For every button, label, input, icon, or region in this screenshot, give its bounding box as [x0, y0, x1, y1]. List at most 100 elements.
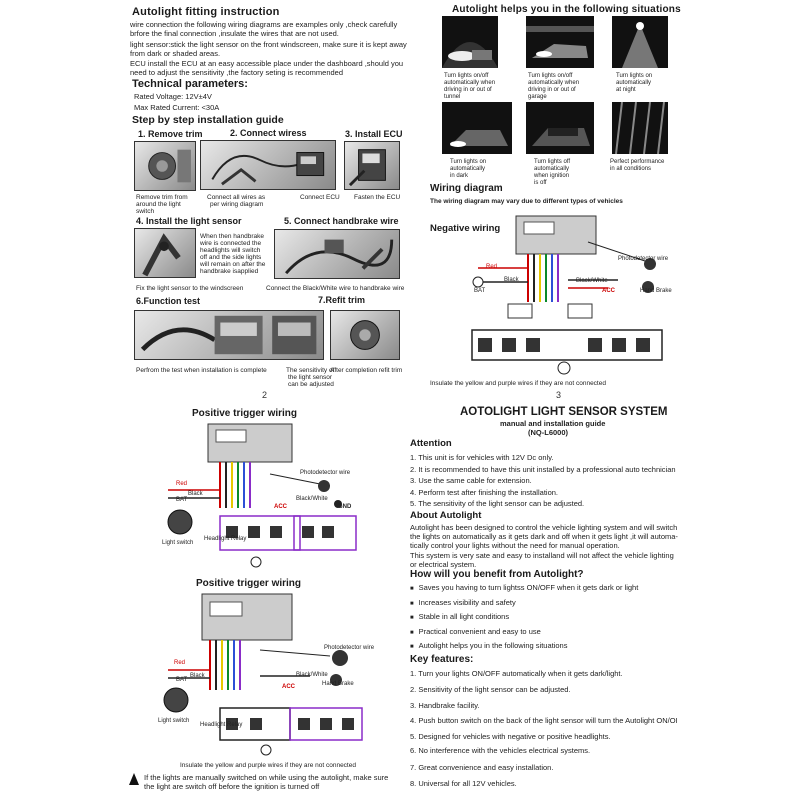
step1-caption-3: switch — [136, 208, 155, 215]
intro-line-4: from dark or shaded areas. — [130, 49, 221, 58]
feature-item-1: 1. Turn your lights ON/OFF automatically… — [410, 669, 623, 678]
pos2-label-black: Black — [190, 673, 205, 679]
about-line-1: Autolight has been designed to control t… — [410, 523, 678, 532]
attention-item-3: 3. Use the same cable for extension. — [410, 476, 532, 485]
about-line-3: tically control your lights without the … — [410, 541, 620, 550]
situation-1-line-4: tunnel — [444, 94, 461, 100]
attention-item-1: 1. This unit is for vehicles with 12V Dc… — [410, 453, 554, 462]
step3-photo — [344, 141, 400, 190]
benefit-item-5: Autolight helps you in the following sit… — [410, 641, 568, 652]
step6-caption-b-3: can be adjusted — [288, 381, 334, 388]
intro-line-1: wire connection the following wiring dia… — [130, 20, 398, 29]
benefit-item-2: Increases visibility and safety — [410, 598, 516, 609]
scene-dark — [442, 102, 512, 154]
situation-5-line-1: Turn lights off — [534, 159, 571, 165]
step6-caption-b-2: the light sensor — [288, 374, 333, 381]
pos1-label-switch: Light switch — [162, 540, 194, 546]
neg-label-hand: Hand Brake — [640, 288, 672, 294]
pos2-label-hand: Hand Brake — [322, 681, 354, 687]
intro-line-5: ECU install the ECU at an easy accessibl… — [130, 59, 404, 68]
step1-title: 1. Remove trim — [138, 129, 203, 139]
negative-caption: Insulate the yellow and purple wires if … — [430, 380, 606, 387]
step5-caption: Connect the Black/White wire to handbrak… — [266, 285, 405, 292]
situation-1-line-1: Turn lights on/off — [444, 73, 489, 79]
positive-title-2: Positive trigger wiring — [196, 578, 302, 589]
step2-title: 2. Connect wiress — [230, 128, 307, 138]
step4-title: 4. Install the light sensor — [136, 216, 242, 226]
step4-note-1: When then handbrake — [200, 233, 264, 240]
feature-item-8: 8. Universal for all 12V vehicles. — [410, 779, 517, 788]
feature-item-6: 6. No interference with the vehicles ele… — [410, 746, 591, 755]
situation-2-line-3: driving in or out of — [528, 87, 576, 93]
neg-label-photo: Photodetector wire — [618, 256, 669, 262]
step4-note-2: wire is connected the — [200, 240, 262, 247]
situation-4-line-3: in dark — [450, 173, 469, 179]
step2-photo — [200, 140, 336, 190]
step4-note-5: will remain on after the — [200, 261, 266, 268]
step7-photo — [330, 310, 400, 360]
tech-title: Technical parameters: — [132, 78, 248, 90]
step6-title: 6.Function test — [136, 296, 201, 306]
intro-line-3: light sensor:stick the light sensor on t… — [130, 40, 407, 49]
neg-label-bat: BAT — [474, 288, 486, 294]
about-line-2: the lights on automatically as it gets d… — [410, 532, 678, 541]
feature-item-7: 7. Great convenience and easy installati… — [410, 763, 554, 772]
neg-label-red: Red — [486, 264, 498, 270]
warning-icon — [129, 773, 139, 785]
situation-2-line-4: garage — [528, 94, 547, 100]
positive-title-1: Positive trigger wiring — [192, 408, 298, 419]
wiring-title: Wiring diagram — [430, 183, 503, 194]
step7-caption: After completion refit trim — [330, 367, 403, 374]
scene-all-conditions — [612, 102, 668, 154]
feature-item-3: 3. Handbrake facility. — [410, 701, 480, 710]
attention-item-5: 5. The sensitivity of the light sensor c… — [410, 499, 585, 508]
pos1-label-gnd: GND — [338, 504, 352, 510]
step2-caption-b: Connect ECU — [300, 194, 340, 201]
step5-title: 5. Connect handbrake wire — [284, 216, 399, 226]
tech-voltage: Rated Voltage: 12V±4V — [134, 92, 212, 101]
feature-item-4: 4. Push button switch on the back of the… — [410, 716, 678, 725]
pos1-label-red: Red — [176, 481, 188, 487]
pos1-label-bat: BAT — [176, 497, 188, 503]
positive-wiring-diagram-2 — [163, 593, 363, 756]
positive-wiring-diagram-1 — [167, 423, 357, 568]
feature-item-2: 2. Sensitivity of the light sensor can b… — [410, 685, 571, 694]
situation-6-line-1: Perfect performance — [610, 159, 665, 165]
situation-2-line-2: automatically when — [528, 80, 580, 86]
intro-line-6: need to adjust the sensitivity ,the fact… — [130, 68, 344, 77]
attention-item-2: 2. It is recommended to have this unit i… — [410, 465, 676, 474]
scene-ignition — [526, 102, 594, 154]
situation-3-line-2: automatically — [616, 80, 652, 86]
step2-caption-a-2: per wiring diagram — [210, 201, 264, 208]
neg-label-black: Black — [504, 277, 519, 283]
negative-wiring-title: Negative wiring — [430, 223, 501, 234]
situation-1-line-3: driving in or out of — [444, 87, 492, 93]
pos1-label-acc: ACC — [274, 504, 287, 510]
benefit-item-4: Practical convenient and easy to use — [410, 627, 541, 638]
steps-title: Step by step installation guide — [132, 114, 284, 126]
system-title: AOTOLIGHT LIGHT SENSOR SYSTEM — [460, 406, 668, 418]
step3-title: 3. Install ECU — [345, 129, 403, 139]
benefit-item-3: Stable in all light conditions — [410, 612, 509, 623]
attention-title: Attention — [410, 438, 452, 449]
positive-caption: Insulate the yellow and purple wires if … — [180, 762, 356, 769]
warning-line-1: If the lights are manually switched on w… — [144, 773, 389, 782]
pos1-label-headlight: Headlight Relay — [204, 536, 247, 542]
situation-5-line-2: automatically — [534, 166, 570, 172]
scene-garage — [526, 16, 594, 68]
pos2-label-bw: Black/White — [296, 672, 328, 678]
intro-line-2: brfore the final connection ,insulate th… — [130, 29, 339, 38]
pos1-label-bw: Black/White — [296, 496, 328, 502]
step2-caption-a-1: Connect all wires as — [207, 194, 266, 201]
about-line-4: This system is very sate and easy to ins… — [410, 551, 674, 560]
neg-label-acc: ACC — [602, 288, 615, 294]
system-subtitle: manual and installation guide — [500, 419, 606, 428]
pos2-label-acc: ACC — [282, 684, 295, 690]
step4-caption: Fix the light sensor to the windscreen — [136, 285, 244, 292]
about-line-5: or electrical system. — [410, 560, 477, 569]
scene-tunnel — [442, 16, 498, 68]
step1-caption-1: Remove trim from — [136, 194, 188, 201]
situation-3-line-1: Turn lights on — [616, 73, 653, 79]
situation-1-line-2: automatically when — [444, 80, 496, 86]
situation-6-line-2: in all conditions — [610, 166, 652, 172]
